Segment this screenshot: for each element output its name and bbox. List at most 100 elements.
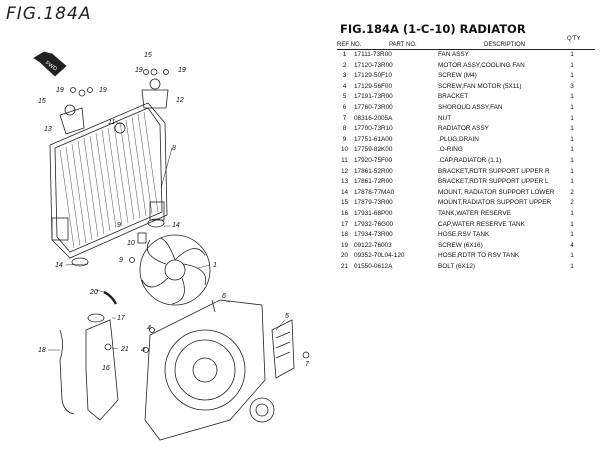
part-no-cell: 09122-76003 (354, 241, 392, 249)
part-no-cell: 17920-75F00 (354, 156, 393, 164)
qty-cell: 1 (570, 103, 574, 111)
description-cell: .O-RING (438, 146, 463, 154)
callout-1: 1 (213, 262, 217, 269)
radiator-assy (49, 102, 168, 259)
callout-6: 6 (222, 293, 226, 300)
qty-cell: 1 (570, 231, 574, 239)
qty-cell: 2 (570, 199, 574, 207)
description-cell: SCREW (M4) (438, 72, 477, 80)
qty-cell: 1 (570, 209, 574, 217)
callout-19b: 19 (178, 67, 186, 74)
table-row: 17 17932-76G00 CAP,WATER RESERVE TANK 1 (337, 220, 595, 231)
qty-cell: 2 (570, 188, 574, 196)
callout-8: 8 (172, 145, 176, 152)
part-no-cell: 17861-52R00 (354, 167, 393, 175)
qty-cell: 1 (570, 178, 574, 186)
qty-cell: 1 (570, 252, 574, 260)
ref-cell: 20 (340, 252, 349, 260)
qty-cell: 1 (570, 156, 574, 164)
qty-cell: 1 (570, 220, 574, 228)
part-no-cell: 17879-73R00 (354, 199, 393, 207)
ref-cell: 8 (342, 125, 347, 133)
ref-cell: 17 (340, 220, 349, 228)
description-cell: MOUNT, RADIATOR SUPPORT LOWER (438, 188, 555, 196)
callout-4b: 4 (141, 347, 145, 354)
ref-cell: 10 (340, 146, 349, 154)
ref-cell: 9 (342, 135, 347, 143)
callout-12: 12 (176, 97, 184, 104)
lower-mounts (71, 218, 165, 267)
exploded-parts-diagram: 1 4 4 5 6 7 8 9 9 10 11 12 13 14 14 15 1… (33, 51, 310, 441)
part-no-cell: 17751-61A00 (354, 135, 393, 143)
callout-14b: 14 (55, 262, 63, 269)
ref-cell: 1 (342, 51, 347, 58)
callout-19a: 19 (135, 67, 143, 74)
bracket (271, 319, 310, 379)
qty-cell: 1 (570, 72, 574, 80)
callout-20: 20 (89, 289, 98, 296)
description-cell: SCREW (6X16) (438, 241, 483, 249)
table-row: 12 17861-52R00 BRACKET,RDTR SUPPORT UPPER … (337, 167, 595, 178)
part-no-cell: 17700-73R10 (354, 125, 393, 133)
callout-15b: 15 (38, 98, 46, 105)
ref-cell: 19 (340, 241, 349, 249)
qty-cell: 1 (570, 262, 574, 270)
ref-cell: 5 (342, 93, 347, 101)
qty-cell: 1 (570, 51, 574, 58)
ref-cell: 12 (340, 167, 349, 175)
description-cell: MOTOR ASSY,COOLING FAN (438, 61, 525, 69)
part-no-cell: 17861-72R00 (354, 178, 393, 186)
figure-label: FIG.184A (6, 4, 92, 24)
ref-cell: 21 (340, 262, 349, 270)
description-cell: SCREW,FAN MOTOR (5X11) (438, 82, 522, 90)
fwd-arrow-icon (33, 51, 67, 77)
callout-15a: 15 (144, 52, 152, 59)
callout-16: 16 (102, 365, 110, 372)
description-cell: BRACKET,RDTR SUPPORT UPPER L (438, 178, 549, 186)
ref-cell: 11 (341, 156, 348, 164)
description-cell: BOLT (6X12) (438, 262, 476, 270)
header-desc: DESCRIPTION (484, 42, 526, 48)
callout-19c: 19 (56, 87, 64, 94)
qty-cell: 1 (570, 167, 574, 175)
description-cell: FAN ASSY (438, 51, 469, 58)
description-cell: MOUNT,RADIATOR SUPPORT UPPER (438, 199, 552, 207)
reserve-tank (59, 290, 119, 421)
callout-9a: 9 (117, 222, 121, 229)
ref-cell: 6 (342, 103, 347, 111)
description-cell: BRACKET,RDTR SUPPORT UPPER R (438, 167, 550, 175)
description-cell: NUT (438, 114, 452, 122)
ref-cell: 2 (342, 61, 347, 69)
part-no-cell: 17931-68P00 (354, 209, 393, 217)
fan-assy (139, 234, 211, 306)
part-no-cell: 17932-76G00 (354, 220, 394, 228)
description-cell: CAP,WATER RESERVE TANK (438, 220, 525, 228)
part-no-cell: 08316-2005A (354, 114, 393, 122)
description-cell: .CAP,RADIATOR (1.1) (438, 156, 502, 164)
ref-cell: 7 (342, 114, 347, 122)
part-no-cell: 01550-0612A (354, 262, 393, 270)
description-cell: HOSE,RSV TANK (438, 231, 490, 239)
part-no-cell: 17129-50F10 (354, 72, 393, 80)
header-part: PART NO. (389, 42, 417, 48)
qty-cell: 1 (570, 146, 574, 154)
ref-cell: 16 (340, 209, 349, 217)
description-cell: SHOROUD ASSY,FAN (438, 103, 503, 111)
ref-cell: 14 (340, 188, 349, 196)
part-no-cell: 17759-82K00 (354, 146, 393, 154)
qty-cell: 1 (570, 114, 574, 122)
fan-shroud (144, 299, 275, 441)
screws (70, 69, 169, 353)
part-no-cell: 17120-73R00 (354, 61, 393, 69)
part-no-cell: 17760-73R00 (354, 103, 393, 111)
